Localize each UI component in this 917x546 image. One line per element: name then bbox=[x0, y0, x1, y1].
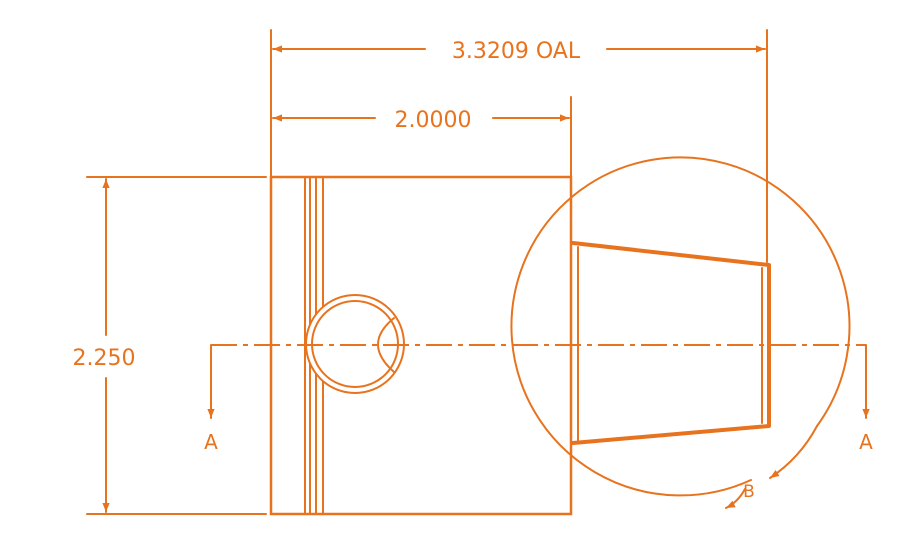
length-label: 2.0000 bbox=[395, 108, 472, 133]
height-dimension: 2.250 bbox=[73, 176, 267, 515]
height-label: 2.250 bbox=[73, 346, 136, 371]
overall-length-label: 3.3209 OAL bbox=[452, 39, 581, 64]
section-arrow-right: A bbox=[859, 344, 873, 454]
length-dimension: 2.0000 bbox=[272, 96, 572, 177]
detail-label: B bbox=[743, 482, 755, 502]
overall-length-dimension: 3.3209 OAL bbox=[270, 29, 768, 263]
hole-intersection-curve bbox=[377, 317, 395, 373]
section-arrow-left: A bbox=[204, 344, 218, 454]
section-label-left: A bbox=[204, 430, 218, 454]
detail-arrow-upper bbox=[769, 425, 818, 479]
detail-view-b: B bbox=[510, 156, 851, 509]
detail-circle bbox=[510, 156, 851, 497]
section-label-right: A bbox=[859, 430, 873, 454]
tapered-bore-outline bbox=[571, 241, 771, 445]
detail-arrow-lower bbox=[725, 488, 746, 509]
